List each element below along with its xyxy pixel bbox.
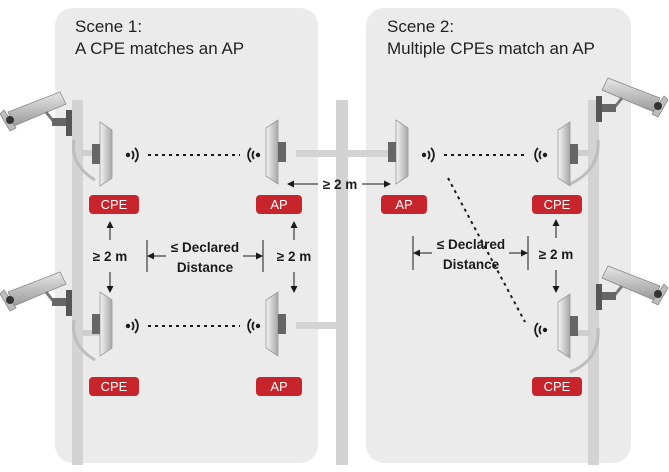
declared-distance-label-2: Distance <box>177 260 234 275</box>
declared-distance-label-2: Distance <box>443 257 500 272</box>
center-pole <box>336 100 348 465</box>
svg-text:CPE: CPE <box>101 197 128 212</box>
scene2-right-pole <box>588 100 599 465</box>
cpe-tag: CPE <box>532 195 582 214</box>
camera-cable <box>569 327 600 374</box>
svg-text:CPE: CPE <box>101 379 128 394</box>
cpe-tag: CPE <box>89 195 139 214</box>
camera-cable <box>569 139 600 186</box>
declared-distance-label: ≤ Declared <box>171 240 239 255</box>
svg-text:CPE: CPE <box>544 379 571 394</box>
scene2-subtitle: Multiple CPEs match an AP <box>387 39 595 58</box>
bracket <box>82 330 100 336</box>
declared-distance-label: ≤ Declared <box>437 237 505 252</box>
ap-arm <box>296 150 336 157</box>
cpe-tag: CPE <box>532 377 582 396</box>
svg-text:AP: AP <box>270 379 287 394</box>
bracket <box>572 330 590 336</box>
ap-separation-label: ≥ 2 m <box>277 249 311 264</box>
bracket <box>82 150 100 156</box>
ap-arm <box>348 150 388 157</box>
camera-cable <box>71 319 96 362</box>
ap-tag: AP <box>256 195 302 214</box>
svg-text:CPE: CPE <box>544 197 571 212</box>
panel-separation-label: ≥ 2 m <box>323 177 357 192</box>
scene1-subtitle: A CPE matches an AP <box>75 39 244 58</box>
ap-tag: AP <box>381 195 427 214</box>
cpe-separation-label: ≥ 2 m <box>539 247 573 262</box>
svg-text:AP: AP <box>395 197 412 212</box>
bracket <box>572 150 590 156</box>
ap-arm <box>296 322 336 329</box>
cpe-separation-label: ≥ 2 m <box>93 249 127 264</box>
scene1-title: Scene 1: <box>75 17 142 36</box>
scene1-left-pole <box>72 100 83 465</box>
scene2-title: Scene 2: <box>387 17 454 36</box>
scene1-panel <box>55 8 318 463</box>
svg-text:AP: AP <box>270 197 287 212</box>
ap-tag: AP <box>256 377 302 396</box>
cpe-tag: CPE <box>89 377 139 396</box>
camera-cable <box>71 139 96 182</box>
